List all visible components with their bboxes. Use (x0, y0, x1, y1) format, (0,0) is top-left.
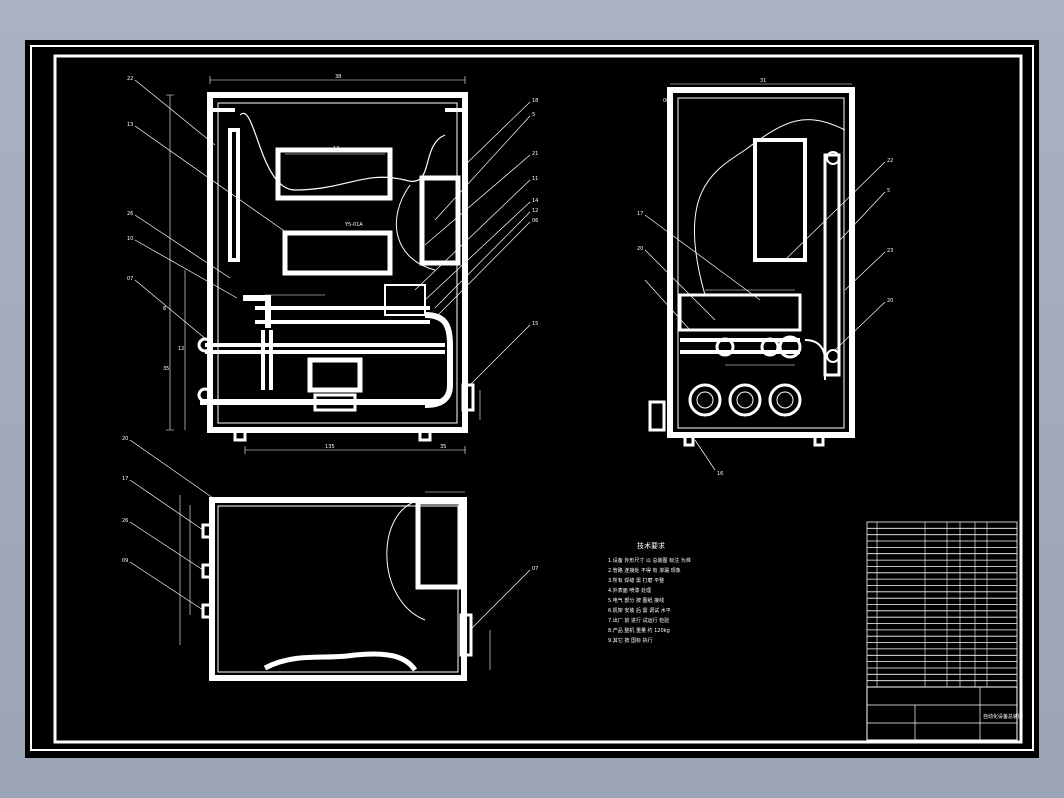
leader-label: 10 (127, 236, 133, 242)
outer-border (30, 45, 1034, 751)
technical-notes: 技术要求 1.设备 外形尺寸 以 总装图 标注 为准 2.管路 连接处 不得 有… (608, 541, 691, 644)
side-top-dim: 31 (760, 78, 766, 84)
cad-drawing: 38 12 Y5-01A 135 35 8 12 35 31 22 13 26 … (30, 45, 1034, 751)
leader-label: 15 (532, 321, 538, 327)
front-left-dim-2: 12 (178, 346, 184, 352)
leader-label: 23 (887, 248, 893, 254)
leader-label: 22 (887, 158, 893, 164)
leader-label: 07 (127, 276, 133, 282)
top-view (129, 439, 531, 681)
title-block (866, 521, 1018, 741)
front-view (134, 76, 531, 454)
note-line: 5.电气 部分 按 图纸 接线 (608, 597, 664, 604)
drawing-sheet: 38 12 Y5-01A 135 35 8 12 35 31 22 13 26 … (25, 40, 1039, 758)
leader-label: 11 (532, 176, 538, 182)
leader-label: 07 (532, 566, 538, 572)
note-line: 7.出厂 前 进行 试运行 检验 (608, 617, 669, 624)
leader-label: 21 (532, 151, 538, 157)
inner-border (53, 54, 1023, 744)
leader-label: 20 (637, 246, 643, 252)
front-bottom-dim-2: 35 (440, 444, 446, 450)
leader-label: 20 (887, 298, 893, 304)
note-line: 6.机架 安装 后 需 调试 水平 (608, 607, 671, 614)
note-line: 3.所有 焊缝 需 打磨 平整 (608, 577, 664, 584)
leader-label: 5 (887, 188, 890, 194)
leader-label: 06 (532, 218, 538, 224)
leader-label: 16 (717, 471, 723, 477)
note-line: 4.外表面 喷漆 处理 (608, 587, 651, 594)
note-line: 1.设备 外形尺寸 以 总装图 标注 为准 (608, 557, 691, 564)
leader-label: 26 (122, 518, 128, 524)
front-left-dim-3: 35 (163, 366, 169, 372)
leader-label: 12 (532, 208, 538, 214)
front-left-dim-1: 8 (163, 306, 166, 312)
side-view (644, 83, 886, 471)
dimension-labels: 38 12 Y5-01A 135 35 8 12 35 31 22 13 26 … (122, 74, 893, 572)
leader-label: 13 (127, 122, 133, 128)
leader-label: 08 (663, 98, 669, 104)
leader-label: 17 (122, 476, 128, 482)
leader-label: 17 (637, 211, 643, 217)
leader-label: 18 (532, 98, 538, 104)
front-label-tag: Y5-01A (344, 222, 363, 228)
leader-label: 22 (127, 76, 133, 82)
note-line: 8.产品 整机 重量 约 120kg (608, 627, 670, 634)
leader-label: 5 (532, 112, 535, 118)
title-block-name: 自动化设备总装图 (983, 713, 1023, 720)
leader-label: 14 (532, 198, 538, 204)
leader-label: 09 (122, 558, 128, 564)
front-inner-dim: 12 (333, 146, 339, 152)
front-top-dim: 38 (335, 74, 341, 80)
note-line: 9.其它 按 国标 执行 (608, 637, 653, 644)
notes-title: 技术要求 (637, 541, 665, 550)
leader-label: 20 (122, 436, 128, 442)
leader-label: 26 (127, 211, 133, 217)
note-line: 2.管路 连接处 不得 有 渗漏 现象 (608, 567, 681, 574)
front-bottom-dim-1: 135 (325, 444, 335, 450)
